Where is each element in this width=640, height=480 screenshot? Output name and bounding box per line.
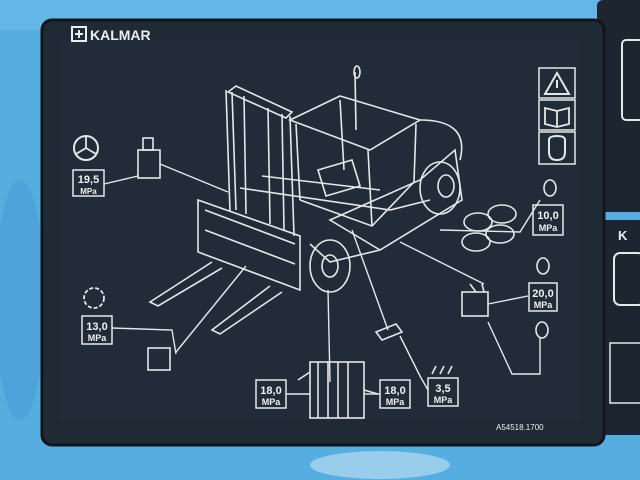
svg-text:MPa: MPa	[434, 395, 454, 405]
forklift-illustration	[148, 65, 463, 335]
svg-text:MPa: MPa	[539, 223, 559, 233]
kalmar-logo: KALMAR	[71, 26, 151, 43]
pressure-label-main-valve-left: 18,0 MPa	[255, 379, 287, 409]
manual-book-icon	[538, 99, 576, 131]
gauge-icon	[83, 287, 105, 309]
svg-text:18,0: 18,0	[260, 385, 281, 397]
svg-text:10,0: 10,0	[537, 210, 558, 222]
wall-shade	[0, 180, 45, 420]
right-valve-block	[461, 257, 550, 339]
brake-accumulators	[461, 179, 557, 252]
svg-text:MPa: MPa	[80, 187, 97, 196]
part-number: A54518.1700	[496, 423, 544, 432]
pressure-label-right-valve: 20,0 MPa	[528, 282, 558, 312]
svg-text:MPa: MPa	[88, 333, 108, 343]
brand-name: KALMAR	[90, 27, 151, 43]
side-plate-top	[597, 0, 640, 212]
left-valve-component	[147, 347, 171, 371]
svg-text:20,0: 20,0	[532, 288, 553, 300]
svg-text:MPa: MPa	[262, 397, 282, 407]
pressure-label-left-lower: 13,0 MPa	[81, 315, 113, 345]
pressure-label-pilot: 3,5 MPa	[427, 377, 459, 407]
svg-text:3,5: 3,5	[435, 383, 450, 395]
svg-text:18,0: 18,0	[384, 385, 405, 397]
svg-text:13,0: 13,0	[86, 321, 107, 333]
pilot-valve	[374, 323, 453, 375]
accumulator-icon	[538, 131, 576, 165]
warning-triangle-icon	[538, 67, 576, 99]
leader-lines	[103, 163, 541, 395]
steering-wheel-icon	[73, 135, 99, 161]
pressure-label-accumulators: 10,0 MPa	[532, 204, 564, 236]
pressure-label-steering: 19,5 MPa	[72, 169, 105, 197]
svg-text:19,5: 19,5	[78, 174, 99, 186]
wall-scuff	[310, 451, 450, 479]
kalmar-logo-icon	[71, 26, 87, 42]
pressure-label-main-valve-right: 18,0 MPa	[379, 379, 411, 409]
svg-text:MPa: MPa	[534, 300, 554, 310]
svg-text:MPa: MPa	[386, 397, 406, 407]
side-plate-brand: K	[618, 228, 628, 243]
kalmar-hydraulic-plate	[40, 18, 606, 447]
main-control-valve	[297, 361, 379, 419]
